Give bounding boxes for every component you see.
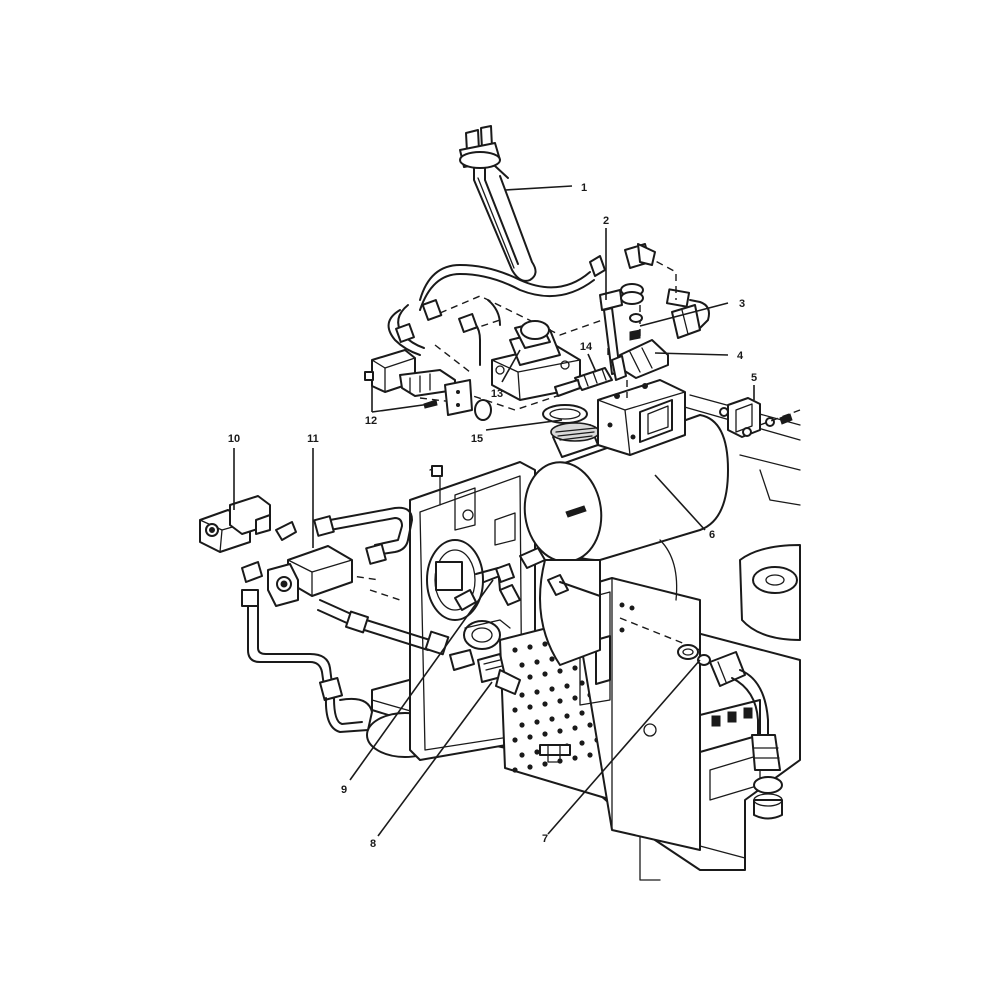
- boiler-tank: [523, 414, 729, 666]
- heating-element: [459, 125, 537, 282]
- perforation-hole: [519, 662, 525, 668]
- perforation-hole: [519, 722, 525, 728]
- perforation-hole: [557, 698, 563, 704]
- perforation-hole: [519, 692, 525, 698]
- callout-5: 5: [751, 372, 757, 384]
- perforation-hole: [534, 689, 540, 695]
- top-pipe-harness: [387, 255, 710, 366]
- callout-13: 13: [491, 388, 503, 400]
- heater-flange-block: [597, 379, 686, 456]
- front-right-panel: [539, 577, 701, 851]
- perforation-hole: [527, 644, 533, 650]
- perforation-hole: [534, 659, 540, 665]
- perforation-hole: [534, 719, 540, 725]
- perforation-hole: [549, 716, 555, 722]
- perforation-hole: [557, 728, 563, 734]
- right-steam-pipe: [547, 574, 783, 820]
- perforation-hole: [579, 680, 585, 686]
- perforation-hole: [512, 767, 518, 773]
- left-pipe-runs: [241, 506, 546, 733]
- callout-1: 1: [581, 182, 587, 194]
- solenoid-valve-12: [364, 349, 492, 421]
- perforation-hole: [572, 695, 578, 701]
- perforation-hole: [549, 686, 555, 692]
- solenoid-valve-11: [241, 545, 353, 607]
- perforation-hole: [542, 641, 548, 647]
- perforation-hole: [527, 674, 533, 680]
- callout-9: 9: [341, 784, 347, 796]
- perforation-hole: [572, 725, 578, 731]
- perforation-hole: [527, 734, 533, 740]
- perforation-hole: [542, 761, 548, 767]
- perforation-hole: [512, 647, 518, 653]
- callout-7: 7: [542, 833, 548, 845]
- callout-labels: 1 2 3 4 5 6 7 8 9 10 11 12 13 14 15: [228, 182, 757, 850]
- perforation-hole: [542, 671, 548, 677]
- gasket-ring: [542, 404, 588, 424]
- callout-3: 3: [739, 298, 745, 310]
- solenoid-valve-10: [199, 495, 297, 553]
- perforation-hole: [579, 710, 585, 716]
- perforation-hole: [527, 704, 533, 710]
- perforation-hole: [542, 701, 548, 707]
- perforation-hole: [519, 752, 525, 758]
- perforation-hole: [527, 764, 533, 770]
- perforation-hole: [587, 722, 593, 728]
- callout-11: 11: [307, 433, 319, 445]
- perforation-hole: [512, 737, 518, 743]
- leader-lines: [233, 185, 755, 837]
- perforation-hole: [564, 683, 570, 689]
- callout-6: 6: [709, 529, 715, 541]
- callout-12: 12: [365, 415, 377, 427]
- perforation-hole: [512, 707, 518, 713]
- perforation-hole: [557, 668, 563, 674]
- perforation-hole: [587, 752, 593, 758]
- callout-14: 14: [580, 341, 593, 353]
- perforation-hole: [572, 665, 578, 671]
- callout-8: 8: [370, 838, 376, 850]
- callout-2: 2: [603, 215, 609, 227]
- perforation-hole: [564, 713, 570, 719]
- perforation-hole: [534, 749, 540, 755]
- perforation-hole: [542, 731, 548, 737]
- callout-15: 15: [471, 433, 483, 445]
- perforation-hole: [579, 740, 585, 746]
- callout-10: 10: [228, 433, 240, 445]
- perforation-hole: [572, 755, 578, 761]
- relief-valve-4: [611, 304, 701, 381]
- level-sensor: [719, 397, 793, 438]
- callout-4: 4: [737, 350, 744, 362]
- perforation-hole: [549, 656, 555, 662]
